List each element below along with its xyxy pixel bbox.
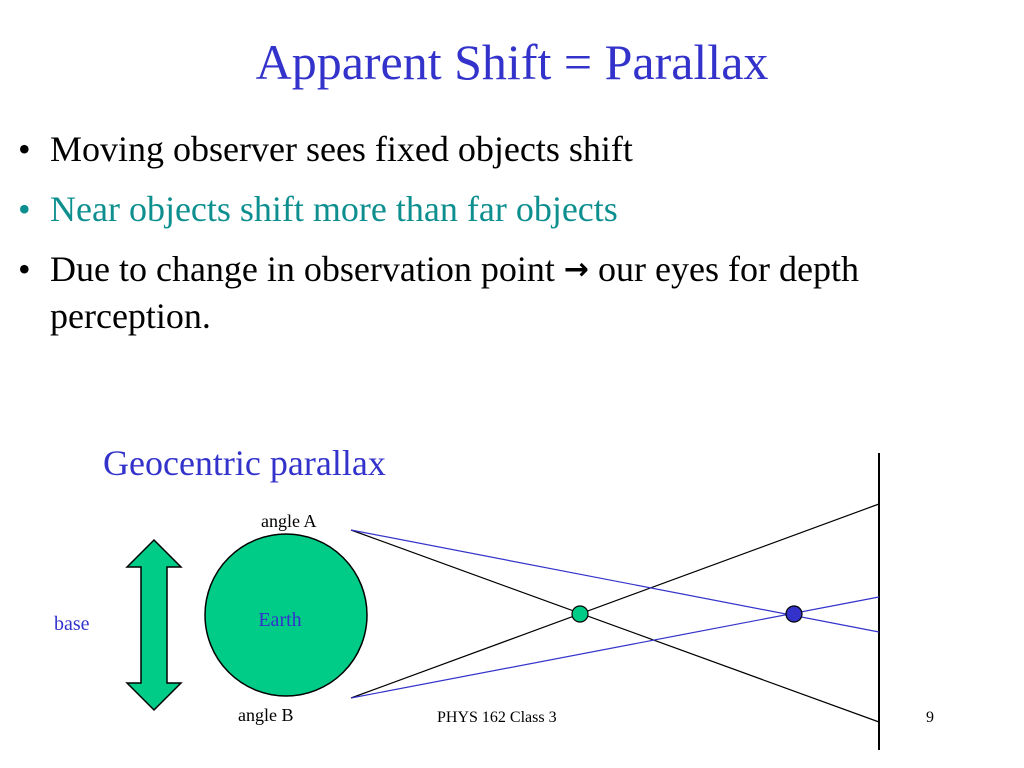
bullet-list: • Moving observer sees fixed objects shi… xyxy=(18,126,998,353)
bullet-marker: • xyxy=(18,249,31,289)
bullet-item-1: • Moving observer sees fixed objects shi… xyxy=(18,126,998,172)
near-sight-line-a xyxy=(350,529,880,723)
slide-number: 9 xyxy=(926,709,934,726)
diagram-subtitle: Geocentric parallax xyxy=(103,443,386,483)
bullet-marker: • xyxy=(18,189,31,229)
earth-circle-icon xyxy=(204,533,368,697)
angle-b-label: angle B xyxy=(238,705,294,725)
angle-a-label: angle A xyxy=(261,511,317,531)
right-arrow-icon: → xyxy=(563,252,590,287)
footer-course: PHYS 162 Class 3 xyxy=(437,709,557,726)
near-sight-line-b xyxy=(350,503,880,699)
double-arrow-icon xyxy=(125,538,183,712)
bullet-text-before-arrow: Due to change in observation point xyxy=(50,249,555,289)
bullet-text: Near objects shift more than far objects xyxy=(50,189,618,229)
near-star-icon xyxy=(571,605,589,623)
bullet-marker: • xyxy=(18,129,31,169)
base-label: base xyxy=(54,613,90,635)
bullet-item-3: • Due to change in observation point → o… xyxy=(18,246,998,339)
slide-title: Apparent Shift = Parallax xyxy=(255,34,769,90)
bullet-item-2: • Near objects shift more than far objec… xyxy=(18,186,998,232)
earth-label: Earth xyxy=(258,609,301,631)
bullet-text: Moving observer sees fixed objects shift xyxy=(50,129,633,169)
bullet-text-after-arrow: our eyes for depth perception. xyxy=(50,249,859,336)
far-star-icon xyxy=(785,605,803,623)
